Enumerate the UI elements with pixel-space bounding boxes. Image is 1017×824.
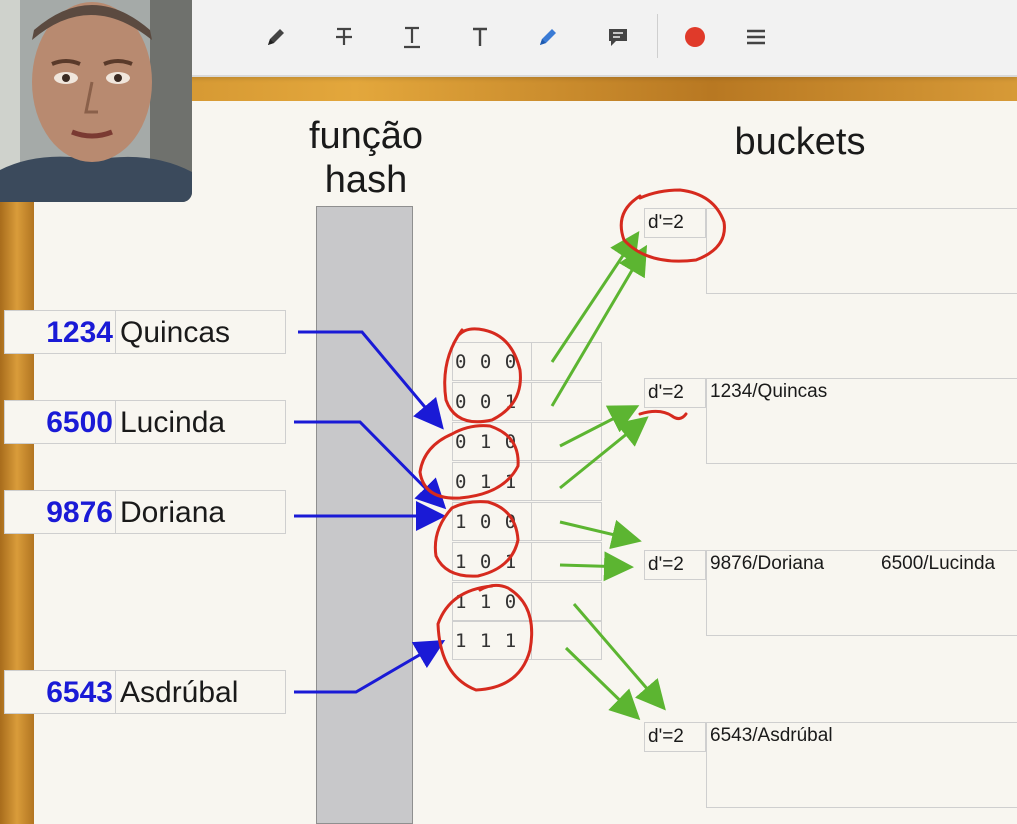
- directory-bits: 0 1 1: [455, 471, 518, 493]
- bucket-record: 6543/Asdrúbal: [710, 725, 833, 746]
- directory-pointer-cell: [531, 543, 601, 580]
- directory-bits: 1 0 0: [455, 511, 518, 533]
- menu-icon[interactable]: [739, 20, 773, 54]
- directory-entry: 1 1 1: [452, 621, 602, 660]
- directory-entry: 1 0 1: [452, 542, 602, 581]
- bucket-record: 1234/Quincas: [710, 381, 828, 402]
- bucket-local-depth: d'=2: [644, 722, 706, 752]
- bucket-box: [706, 378, 1017, 464]
- buckets-title: buckets: [734, 121, 866, 163]
- bucket-box: [706, 722, 1017, 808]
- directory-entry: 1 0 0: [452, 502, 602, 541]
- key-name: Quincas: [116, 310, 286, 354]
- directory-bits: 1 1 0: [455, 591, 518, 613]
- key-record: 6500 Lucinda: [4, 400, 286, 444]
- hash-function-title-line2: hash: [324, 159, 408, 201]
- key-number: 9876: [4, 490, 116, 534]
- bucket: d'=2: [644, 208, 1017, 294]
- key-name: Doriana: [116, 490, 286, 534]
- directory-table: 0 0 0 0 0 1 0 1 0 0 1 1 1 0 0 1 0 1 1 1 …: [452, 342, 602, 660]
- directory-bits: 0 0 1: [455, 391, 518, 413]
- underline-icon[interactable]: [395, 20, 429, 54]
- key-number: 6500: [4, 400, 116, 444]
- bucket-local-depth: d'=2: [644, 550, 706, 580]
- directory-bits: 1 1 1: [455, 630, 518, 652]
- key-name: Lucinda: [116, 400, 286, 444]
- directory-pointer-cell: [531, 463, 601, 500]
- bucket-local-depth: d'=2: [644, 208, 706, 238]
- hash-function-title: função: [308, 115, 424, 157]
- directory-bits: 0 1 0: [455, 431, 518, 453]
- directory-pointer-cell: [531, 622, 601, 659]
- key-record: 9876 Doriana: [4, 490, 286, 534]
- directory-pointer-cell: [531, 343, 601, 380]
- bucket-record: 6500/Lucinda: [881, 553, 996, 574]
- key-number: 1234: [4, 310, 116, 354]
- bucket-local-depth: d'=2: [644, 378, 706, 408]
- directory-pointer-cell: [531, 423, 601, 460]
- bucket-box: [706, 208, 1017, 294]
- key-name: Asdrúbal: [116, 670, 286, 714]
- bucket: d'=2 6543/Asdrúbal: [644, 722, 1017, 808]
- key-number: 6543: [4, 670, 116, 714]
- bucket-record: 9876/Doriana: [710, 553, 825, 574]
- bucket: d'=2 1234/Quincas: [644, 378, 1017, 464]
- comment-icon[interactable]: [601, 20, 635, 54]
- directory-entry: 0 0 1: [452, 382, 602, 421]
- directory-pointer-cell: [531, 503, 601, 540]
- directory-pointer-cell: [531, 583, 601, 620]
- hash-function-box: [316, 206, 413, 824]
- directory-pointer-cell: [531, 383, 601, 420]
- pen-icon[interactable]: [259, 20, 293, 54]
- key-record: 1234 Quincas: [4, 310, 286, 354]
- directory-bits: 1 0 1: [455, 551, 518, 573]
- directory-entry: 0 0 0: [452, 342, 602, 381]
- directory-entry: 0 1 1: [452, 462, 602, 501]
- directory-entry: 1 1 0: [452, 582, 602, 621]
- directory-bits: 0 0 0: [455, 351, 518, 373]
- directory-entry: 0 1 0: [452, 422, 602, 461]
- text-icon[interactable]: [463, 20, 497, 54]
- highlighter-icon[interactable]: [531, 20, 565, 54]
- bucket: d'=2 9876/Doriana 6500/Lucinda: [644, 550, 1017, 636]
- strikethrough-icon[interactable]: [327, 20, 361, 54]
- webcam-overlay: [0, 0, 192, 202]
- record-icon[interactable]: [678, 20, 712, 54]
- key-record: 6543 Asdrúbal: [4, 670, 286, 714]
- toolbar-separator: [657, 14, 658, 58]
- bucket-box: [706, 550, 1017, 636]
- presenter-video: [0, 0, 192, 202]
